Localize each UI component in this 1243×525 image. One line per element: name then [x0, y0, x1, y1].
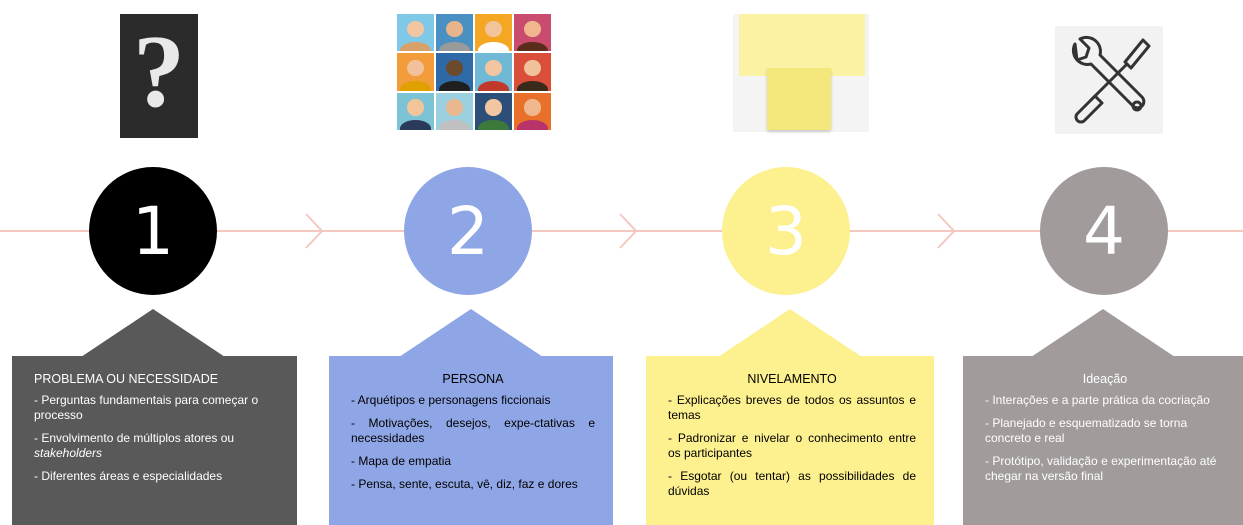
step-1-pointer [81, 309, 225, 357]
step-4-number: 4 [1083, 192, 1125, 270]
list-item: - Perguntas fundamentais para começar o … [34, 393, 259, 422]
step-3-circle: 3 [722, 167, 850, 295]
step-1-title: PROBLEMA OU NECESSIDADE [34, 372, 219, 386]
list-item: - Padronizar e nivelar o conhecimento en… [668, 431, 916, 460]
list-item: - Diferentes áreas e especialidades [34, 469, 223, 483]
list-item: - Envolvimento de múltiplos atores ou st… [34, 431, 235, 460]
avatar [397, 53, 434, 91]
step-2-box: PERSONA - Arquétipos e personagens ficci… [329, 356, 613, 525]
avatar [514, 53, 551, 91]
list-item: - Motivações, desejos, expe-ctativas e n… [351, 416, 595, 445]
step-3-box: NIVELAMENTO - Explicações breves de todo… [646, 356, 934, 525]
list-item: - Protótipo, validação e experimentação … [985, 454, 1217, 483]
sticky-notes-icon [733, 14, 869, 132]
list-item: - Esgotar (ou tentar) as possibilidades … [668, 469, 916, 498]
step-2-list: - Arquétipos e personagens ficcionais - … [351, 393, 595, 492]
avatar [436, 14, 473, 52]
avatar [514, 92, 551, 130]
step-3-pointer [718, 309, 862, 357]
list-item: - Pensa, sente, escuta, vê, diz, faz e d… [351, 477, 578, 491]
step-4-list: - Interações e a parte prática da cocria… [985, 393, 1225, 484]
avatar [397, 14, 434, 52]
avatar [436, 92, 473, 130]
step-4-box: Ideação - Interações e a parte prática d… [963, 356, 1243, 525]
avatar [475, 53, 512, 91]
step-3-number: 3 [765, 192, 807, 270]
step-2-title: PERSONA [442, 372, 504, 386]
avatar [436, 53, 473, 91]
question-mark-icon: ? [120, 14, 198, 138]
step-1-box: PROBLEMA OU NECESSIDADE - Perguntas fund… [12, 356, 297, 525]
avatar [514, 14, 551, 52]
list-item: - Arquétipos e personagens ficcionais [351, 393, 551, 407]
step-1-list: - Perguntas fundamentais para começar o … [34, 393, 279, 484]
step-2-number: 2 [447, 192, 489, 270]
list-item: - Planejado e esquematizado se torna con… [985, 416, 1188, 445]
step-2-pointer [399, 309, 543, 357]
step-3-title: NIVELAMENTO [747, 372, 837, 386]
list-item: - Interações e a parte prática da cocria… [985, 393, 1210, 407]
tools-icon [1055, 26, 1163, 134]
avatar [475, 14, 512, 52]
step-4-circle: 4 [1040, 167, 1168, 295]
step-1-circle: 1 [89, 167, 217, 295]
avatar [397, 92, 434, 130]
list-item: - Explicações breves de todos os assunto… [668, 393, 916, 422]
step-2-circle: 2 [404, 167, 532, 295]
step-1-number: 1 [132, 192, 174, 270]
step-4-title: Ideação [1082, 372, 1128, 386]
people-grid-icon [397, 14, 551, 130]
step-4-pointer [1031, 309, 1175, 357]
list-item: - Mapa de empatia [351, 454, 452, 468]
step-3-list: - Explicações breves de todos os assunto… [668, 393, 916, 499]
avatar [475, 92, 512, 130]
